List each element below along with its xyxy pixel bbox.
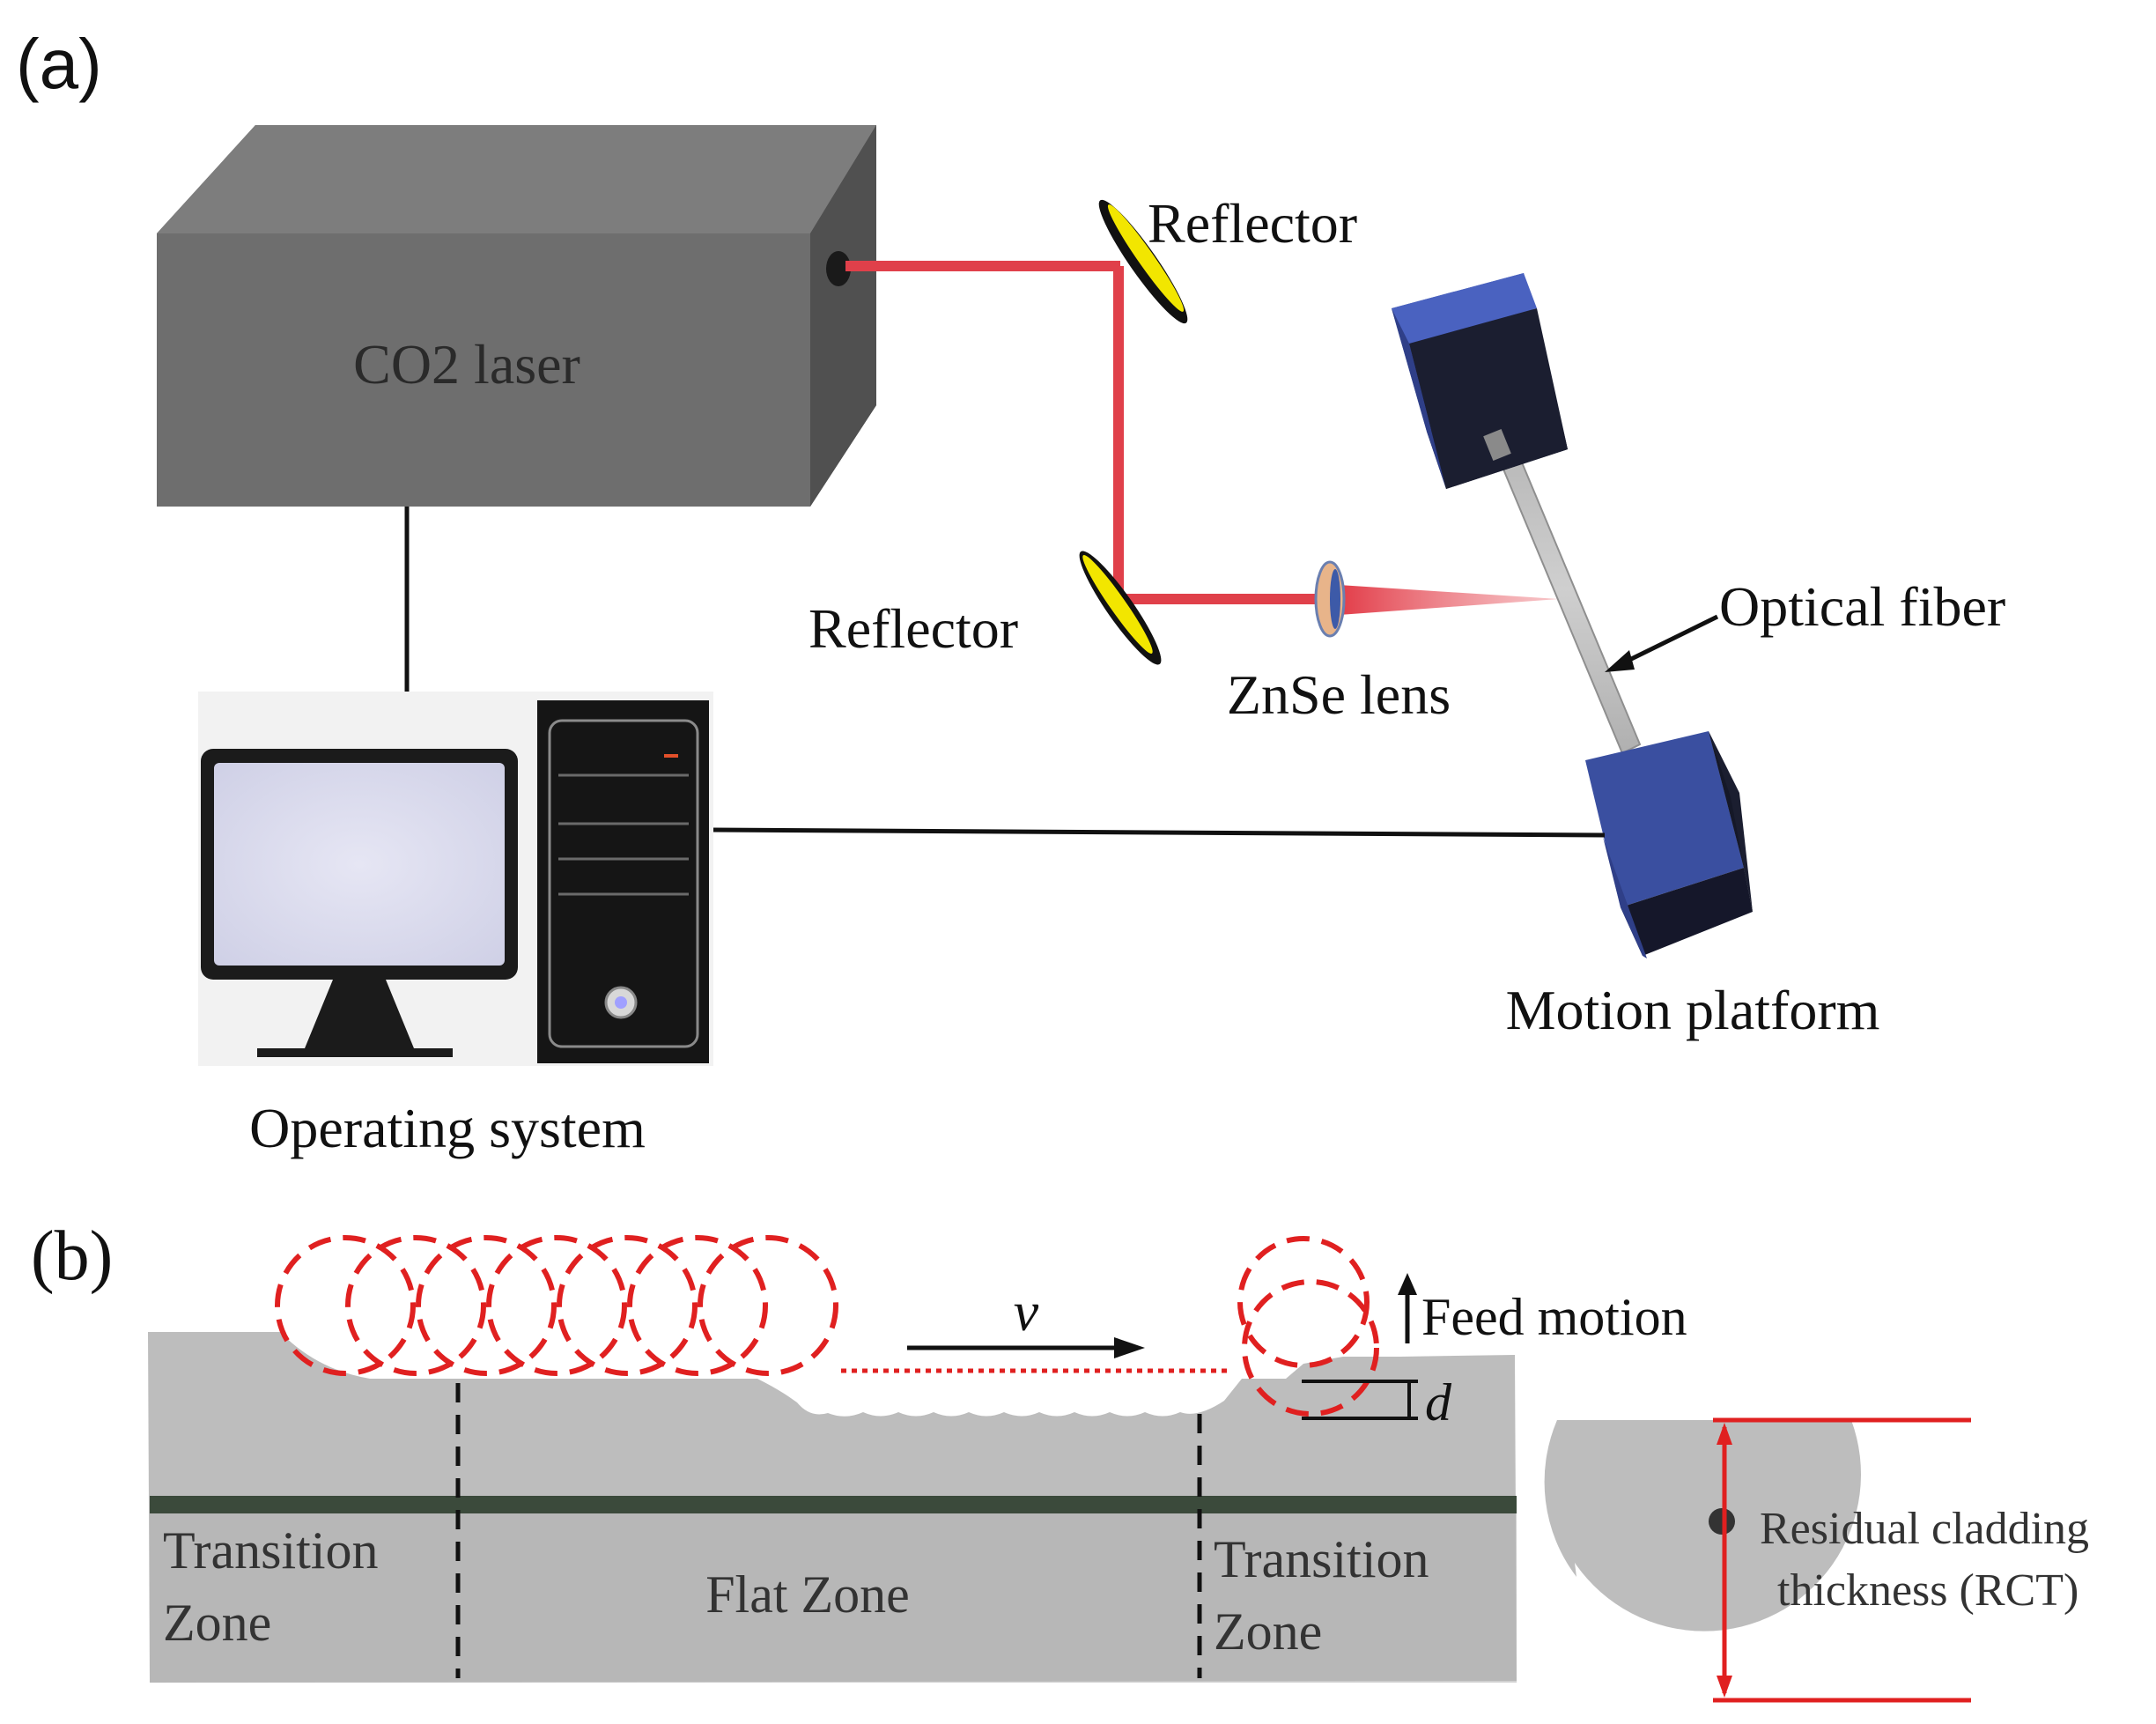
reflector-top-label: Reflector [1148,192,1357,255]
monitor-screen [214,763,505,966]
motion-platform-block-upper [1392,273,1568,489]
computer-illustration [198,692,713,1066]
depth-label: d [1425,1373,1452,1432]
rct-label-line1: Residual cladding [1760,1504,2089,1554]
core-dot [1709,1508,1735,1535]
fiber-pointer-arrowhead [1605,650,1635,672]
fiber-cross-section [1544,1420,1862,1632]
lens-label: ZnSe lens [1227,663,1451,726]
rct-arrowhead-bottom [1717,1676,1732,1698]
system-label: Operating system [249,1097,646,1159]
reflector-bottom-label: Reflector [808,597,1018,660]
reflector-top [1098,199,1188,324]
laser-aperture [826,251,851,286]
rct-arrowhead-top [1717,1423,1732,1445]
monitor-base [257,1048,453,1057]
fiber-core-line [150,1496,1517,1513]
fiber-label: Optical fiber [1719,575,2005,638]
reflector-bottom [1079,551,1162,665]
feed-motion-label: Feed motion [1421,1288,1687,1346]
rct-label-line2: thickness (RCT) [1777,1565,2078,1616]
laser-beam [845,261,1325,604]
rct-dimension [1713,1417,1971,1703]
transition-zone-left-line2: Zone [163,1594,271,1652]
znse-lens [1314,560,1346,638]
transition-zone-right-line2: Zone [1214,1602,1322,1661]
panel-a-tag: (a) [16,25,102,103]
flat-zone-label: Flat Zone [705,1565,910,1624]
fiber-stub-upper [1483,428,1511,462]
co2-laser-box [157,125,876,507]
laser-label: CO2 laser [353,333,580,396]
feed-motion-arrow [1398,1273,1417,1343]
pc-to-platform-cable [711,827,1606,838]
transition-zone-left-line1: Transition [163,1521,379,1580]
feed-spot-circles [1237,1236,1379,1417]
fiber-longitudinal-section [148,1332,1517,1683]
depth-marker [1302,1380,1418,1420]
velocity-label: v [1014,1280,1039,1343]
transition-zone-right-line1: Transition [1214,1530,1429,1588]
fiber-pointer-line [1617,614,1719,668]
panel-b-tag: (b) [31,1217,113,1295]
monitor-stand [305,980,414,1048]
optical-fiber [1487,423,1642,755]
platform-label: Motion platform [1506,979,1880,1041]
motion-platform-block-lower [1585,731,1753,958]
focused-beam [1339,585,1559,615]
laser-spot-circles [275,1235,838,1376]
velocity-arrow [907,1337,1145,1358]
